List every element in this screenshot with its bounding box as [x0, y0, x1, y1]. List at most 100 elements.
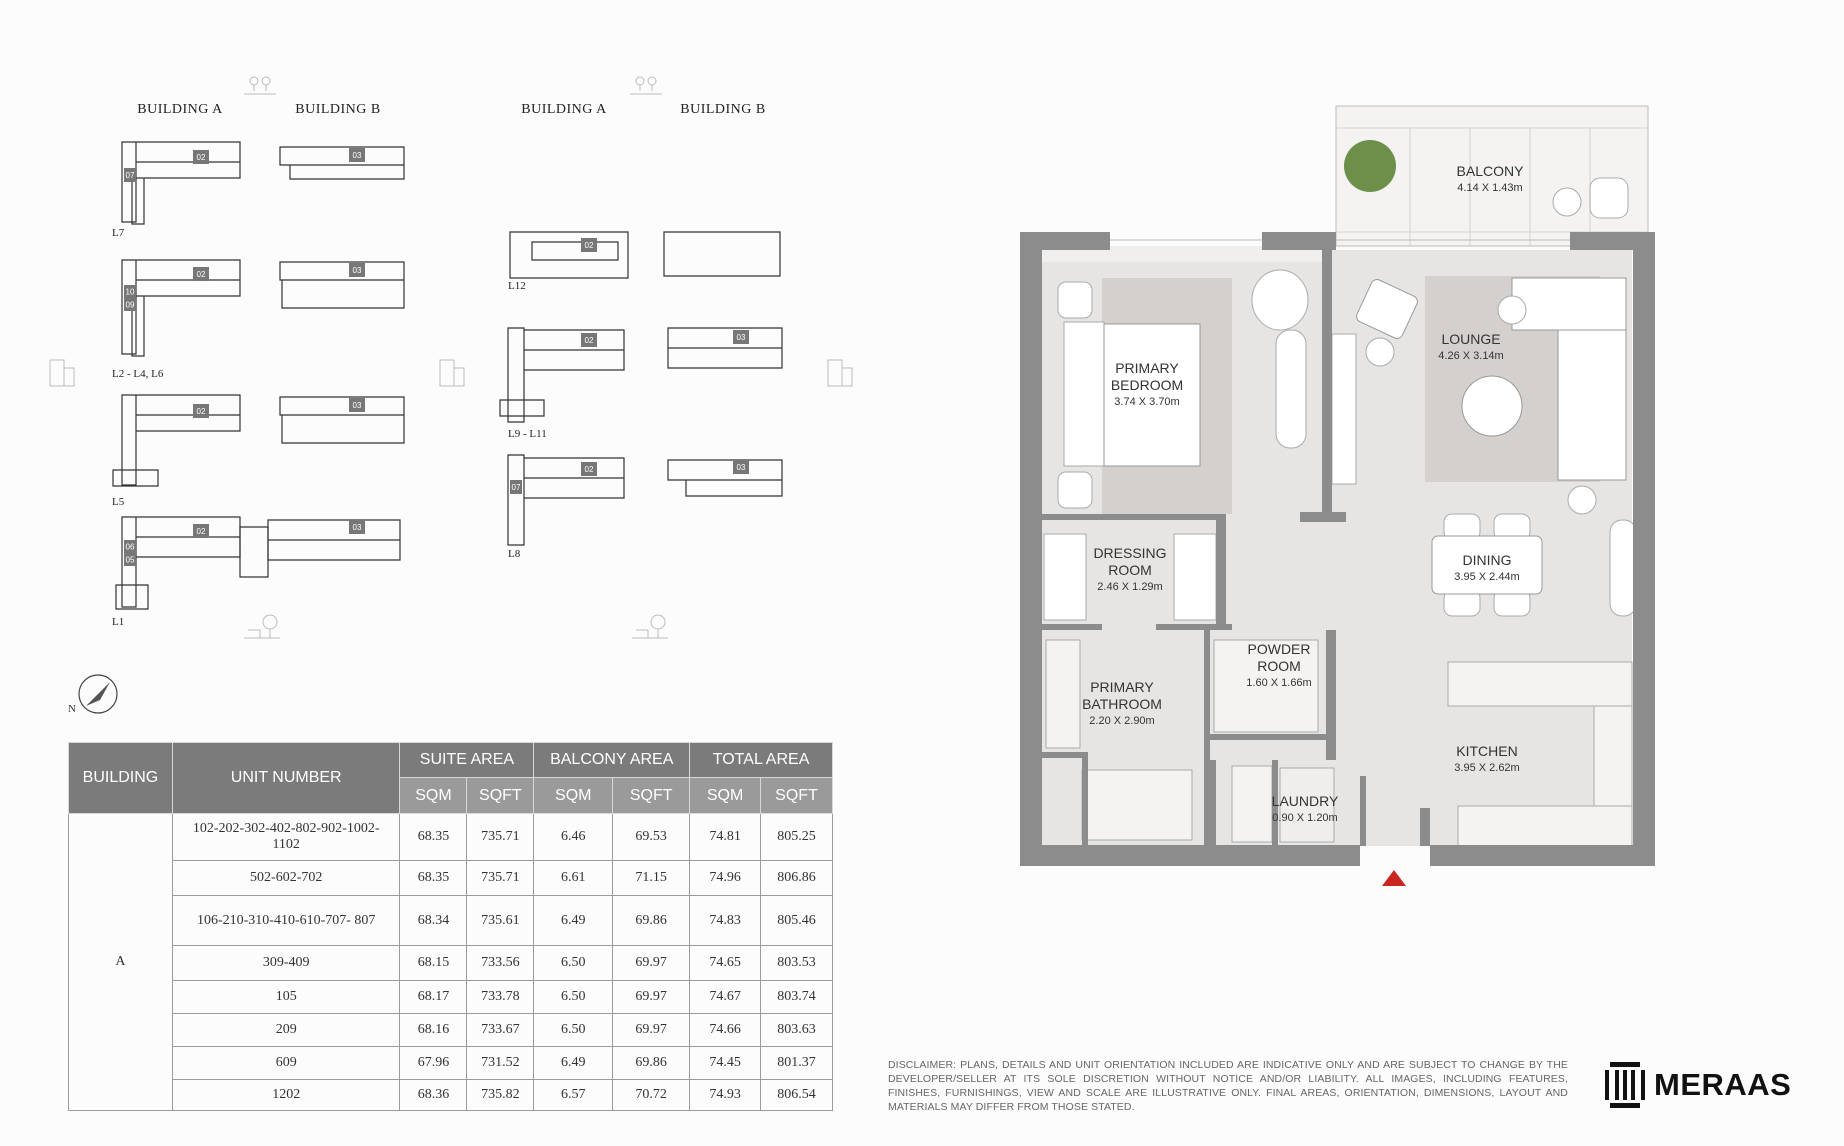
bed-icon — [1103, 323, 1201, 467]
buildings-icon — [827, 359, 853, 387]
armchair-icon — [1356, 279, 1418, 339]
total-sqm-cell: 74.65 — [689, 945, 762, 981]
level-plan-l2-b — [279, 261, 405, 309]
unit-tag-label: 09 — [126, 301, 135, 310]
wardrobe-icon — [1043, 533, 1087, 621]
unit-tag-09 — [124, 298, 136, 311]
room-name: LAUNDRY — [1271, 793, 1339, 809]
room-dims: 0.90 X 1.20m — [1272, 812, 1338, 824]
room-name: POWDER ROOM — [1247, 641, 1311, 674]
level-label: L7 — [112, 227, 125, 239]
room-dims: 2.20 X 2.90m — [1089, 715, 1155, 727]
unit-tag-label: 05 — [126, 556, 135, 565]
side-table-icon — [1365, 337, 1395, 367]
room-label-dining: DINING 3.95 X 2.44m — [1454, 552, 1519, 586]
wardrobe-icon — [1173, 533, 1217, 621]
unit-tag-03 — [733, 460, 749, 474]
unit-tag-label: 02 — [585, 336, 594, 345]
room-dims: 3.95 X 2.44m — [1454, 571, 1520, 583]
entrance-marker-icon — [1382, 870, 1406, 886]
kitchen-counter-icon — [1457, 805, 1633, 847]
unit-cell: 1202 — [171, 1079, 401, 1111]
kitchen-island-icon — [1447, 661, 1633, 707]
unit-tag-label: 06 — [126, 543, 135, 552]
park-icon — [632, 614, 668, 639]
header-sqft: SQFT — [466, 777, 535, 814]
header-unit-number: UNIT NUMBER — [171, 742, 401, 814]
room-name: PRIMARY BATHROOM — [1082, 679, 1162, 712]
room-dims: 3.74 X 3.70m — [1114, 396, 1180, 408]
unit-tag-03 — [349, 263, 365, 277]
unit-tag-label: 03 — [353, 523, 362, 532]
bed-headboard — [1063, 321, 1105, 467]
unit-cell: 102-202-302-402-802-902-1002-1102 — [171, 813, 401, 861]
header-building: BUILDING — [68, 742, 173, 814]
room-name: BALCONY — [1456, 163, 1524, 179]
unit-tag-10 — [124, 285, 136, 298]
room-name: PRIMARY BEDROOM — [1110, 360, 1184, 393]
balcony-sqft-cell: 69.86 — [612, 1046, 691, 1080]
unit-tag-03 — [733, 330, 749, 344]
balcony-sqft-cell: 69.97 — [612, 980, 691, 1014]
level-plan-l7-b — [279, 146, 405, 180]
unit-tag-label: 07 — [512, 483, 521, 492]
dining-table-icon — [1431, 535, 1543, 595]
balcony-sqft-cell: 69.86 — [612, 895, 691, 946]
room-label-laundry: LAUNDRY 0.90 X 1.20m — [1272, 793, 1339, 827]
disclaimer-text: DISCLAIMER: PLANS, DETAILS AND UNIT ORIE… — [888, 1059, 1568, 1113]
meraas-logo-icon — [1605, 1062, 1645, 1108]
unit-tag-03 — [349, 520, 365, 534]
total-sqft-cell: 806.86 — [760, 860, 833, 896]
unit-tag-label: 02 — [197, 407, 206, 416]
balcony-sqm-cell: 6.57 — [533, 1079, 614, 1111]
level-label: L12 — [508, 280, 526, 292]
level-label: L8 — [508, 548, 521, 560]
dresser-icon — [1275, 329, 1307, 449]
unit-tag-label: 03 — [737, 333, 746, 342]
room-dims: 1.60 X 1.66m — [1246, 677, 1312, 689]
room-name: KITCHEN — [1456, 743, 1518, 759]
total-sqm-cell: 74.93 — [689, 1079, 762, 1111]
total-sqm-cell: 74.83 — [689, 895, 762, 946]
balcony-sqft-cell: 69.97 — [612, 1013, 691, 1047]
area-table: BUILDING UNIT NUMBER SUITE AREA BALCONY … — [68, 742, 833, 1111]
tv-console-icon — [1331, 333, 1357, 485]
suite-sqft-cell: 735.82 — [466, 1079, 535, 1111]
side-table-icon — [1497, 295, 1527, 325]
sofa-icon — [1511, 277, 1627, 331]
room-label-primary-bathroom: PRIMARY BATHROOM 2.20 X 2.90m — [1077, 679, 1167, 730]
suite-sqft-cell: 733.56 — [466, 945, 535, 981]
floor-plan — [1020, 105, 1655, 886]
cooktop-icon — [1593, 705, 1633, 807]
compass-icon — [78, 674, 118, 714]
total-sqft-cell: 803.63 — [760, 1013, 833, 1047]
chair-icon — [1589, 177, 1629, 219]
building-b-heading: BUILDING B — [680, 102, 766, 117]
unit-tag-02 — [581, 333, 597, 347]
balcony-sqm-cell: 6.49 — [533, 1046, 614, 1080]
level-plan-l5-a — [112, 394, 241, 487]
suite-sqft-cell: 733.67 — [466, 1013, 535, 1047]
unit-tag-label: 03 — [737, 463, 746, 472]
unit-tag-02 — [193, 267, 209, 281]
balcony-sqm-cell: 6.50 — [533, 945, 614, 981]
room-name: DINING — [1462, 552, 1512, 568]
level-plan-l2-a — [121, 259, 241, 357]
building-cell: A — [68, 813, 173, 1111]
unit-tag-07 — [510, 480, 522, 494]
suite-sqft-cell: 731.52 — [466, 1046, 535, 1080]
balcony-sqm-cell: 6.46 — [533, 813, 614, 861]
total-sqm-cell: 74.45 — [689, 1046, 762, 1080]
unit-tag-02 — [193, 150, 209, 164]
suite-sqm-cell: 68.16 — [399, 1013, 468, 1047]
unit-tag-label: 03 — [353, 266, 362, 275]
armchair-icon — [1251, 269, 1309, 331]
total-sqm-cell: 74.96 — [689, 860, 762, 896]
unit-tag-label: 02 — [197, 270, 206, 279]
room-label-primary-bedroom: PRIMARY BEDROOM 3.74 X 3.70m — [1102, 360, 1192, 411]
unit-cell: 106-210-310-410-610-707- 807 — [171, 895, 401, 946]
